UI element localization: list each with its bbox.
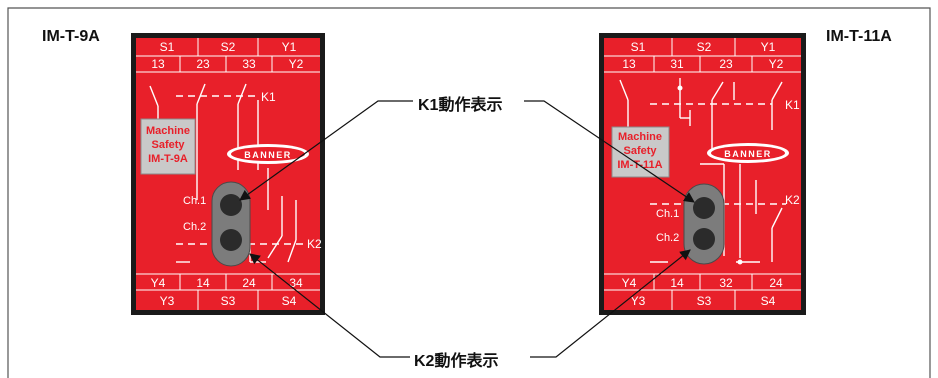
terminal-label: 24 [769,276,783,290]
relay-right: S1 S2 Y1 13 31 23 Y2 Y4 14 32 24 Y3 S3 S… [599,33,806,315]
ch2-label: Ch.2 [183,221,206,233]
terminal-label: 31 [670,57,684,71]
terminal-label: Y2 [289,57,304,71]
terminal-label: 24 [242,276,256,290]
terminal-label: Y3 [160,294,175,308]
terminal-label: Y2 [769,57,784,71]
terminal-label: S2 [221,40,236,54]
terminal-label: Y4 [151,276,166,290]
product-label-line: IM-T-9A [148,153,188,165]
banner-logo: BANNER [707,143,789,163]
terminal-label: S1 [160,40,175,54]
terminal-label: Y4 [622,276,637,290]
callout-leaders [239,100,695,358]
leader-k1-left [239,100,413,201]
product-label-line: Safety [151,139,185,151]
terminal-label: 32 [719,276,733,290]
leader-k2-left [249,253,410,358]
product-label-box [611,126,670,178]
k1-label: K1 [261,90,276,104]
ch1-label: Ch.1 [183,195,206,207]
product-label-box [140,118,196,175]
led-k2 [693,228,715,250]
k2-label: K2 [785,193,800,207]
terminal-label: S4 [761,294,776,308]
callout-k1-label: K1動作表示 [418,97,503,114]
terminal-label: Y3 [631,294,646,308]
terminal-label: 23 [719,57,733,71]
ch1-label: Ch.1 [656,208,679,220]
model-label-right: IM-T-11A [826,28,892,45]
led-indicator-housing [683,183,725,265]
terminal-label: 14 [670,276,684,290]
led-k1 [220,194,242,216]
product-label-line: Machine [618,131,662,143]
svg-text:BANNER: BANNER [244,150,292,160]
terminal-label: S2 [697,40,712,54]
relay-left: S1 S2 Y1 13 23 33 Y2 Y4 14 24 34 Y3 S3 S… [131,33,325,315]
terminal-label: S3 [697,294,712,308]
led-k2 [220,229,242,251]
terminal-label: 14 [196,276,210,290]
leader-k2-right [530,249,691,358]
callout-k2-label: K2動作表示 [414,353,499,370]
terminal-label: 34 [289,276,303,290]
k2-label: K2 [307,237,322,251]
model-label-left: IM-T-9A [42,28,100,45]
ch2-label: Ch.2 [656,232,679,244]
terminal-label: S3 [221,294,236,308]
product-label-line: Safety [623,145,657,157]
svg-text:BANNER: BANNER [724,149,772,159]
banner-logo: BANNER [227,144,309,164]
terminal-label: S1 [631,40,646,54]
terminal-label: 13 [622,57,636,71]
terminal-label: Y1 [282,40,297,54]
terminal-label: 23 [196,57,210,71]
terminal-label: Y1 [761,40,776,54]
terminal-label: S4 [282,294,297,308]
k1-label: K1 [785,98,800,112]
product-label-line: Machine [146,125,190,137]
terminal-label: 33 [242,57,256,71]
leader-k1-right [524,100,695,203]
led-k1 [693,197,715,219]
terminal-label: 13 [151,57,165,71]
